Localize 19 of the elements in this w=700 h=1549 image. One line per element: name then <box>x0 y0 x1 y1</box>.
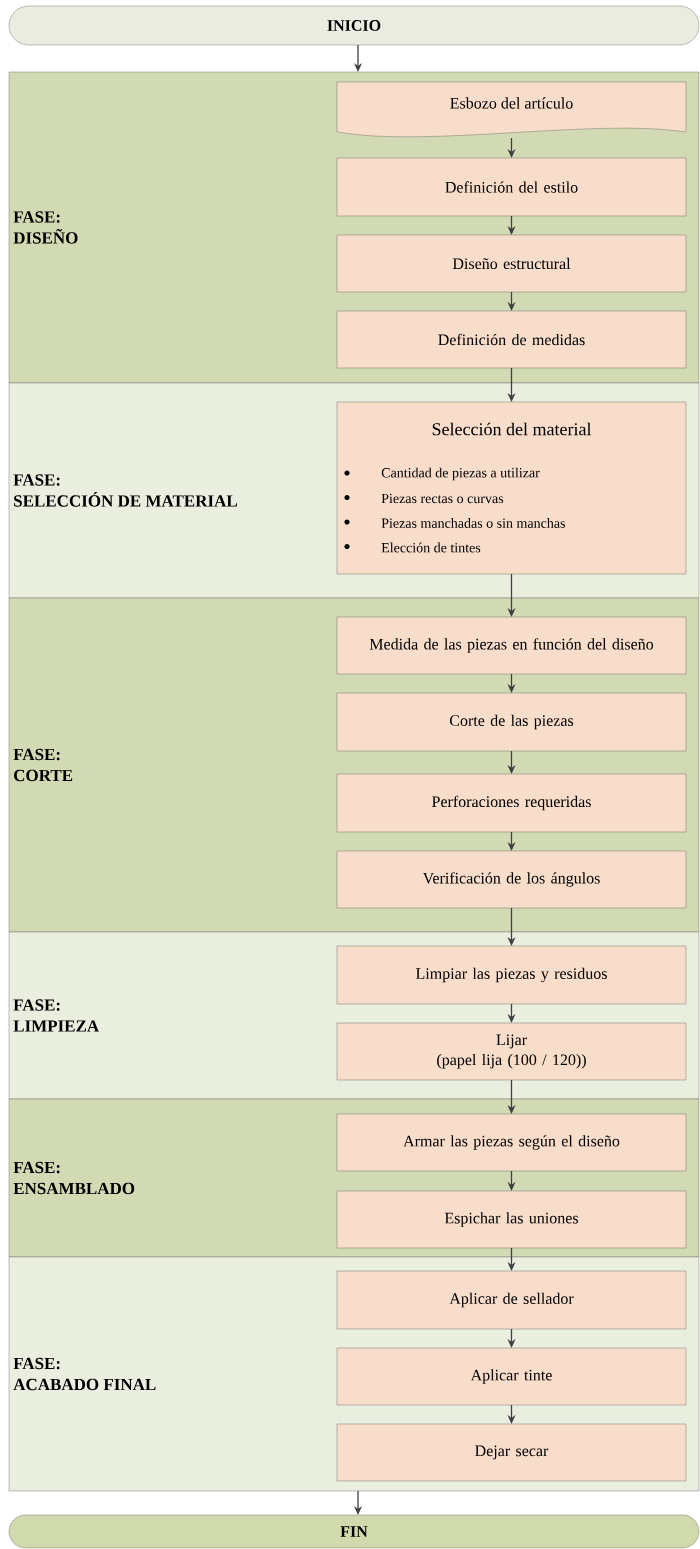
process-box: Aplicar de sellador <box>336 1270 687 1330</box>
document-box: Esbozo del artículo <box>336 81 687 137</box>
bullet-item: Piezas manchadas o sin manchas <box>344 518 565 528</box>
process-box: Aplicar tinte <box>336 1347 687 1406</box>
process-box: Armar las piezas según el diseño <box>336 1113 687 1172</box>
process-box: Lijar (papel lija (100 / 120)) <box>336 1022 687 1081</box>
bullet-item: Piezas rectas o curvas <box>344 493 504 504</box>
process-box: Corte de las piezas <box>336 692 687 752</box>
process-box: Verificación de los ángulos <box>336 850 687 909</box>
bullet-item: Cantidad de piezas a utilizar <box>344 467 540 481</box>
process-box: Definición de medidas <box>336 310 687 369</box>
process-box: Diseño estructural <box>336 234 687 293</box>
process-box: Medida de las piezas en función del diseño <box>336 616 687 675</box>
process-box: Perforaciones requeridas <box>336 773 687 833</box>
process-box: Espichar las uniones <box>336 1190 687 1249</box>
process-box: Definición del estilo <box>336 157 687 217</box>
process-box: Dejar secar <box>336 1423 687 1482</box>
process-box: Limpiar las piezas y residuos <box>336 945 687 1005</box>
bullet-item: Elección de tintes <box>344 542 481 553</box>
